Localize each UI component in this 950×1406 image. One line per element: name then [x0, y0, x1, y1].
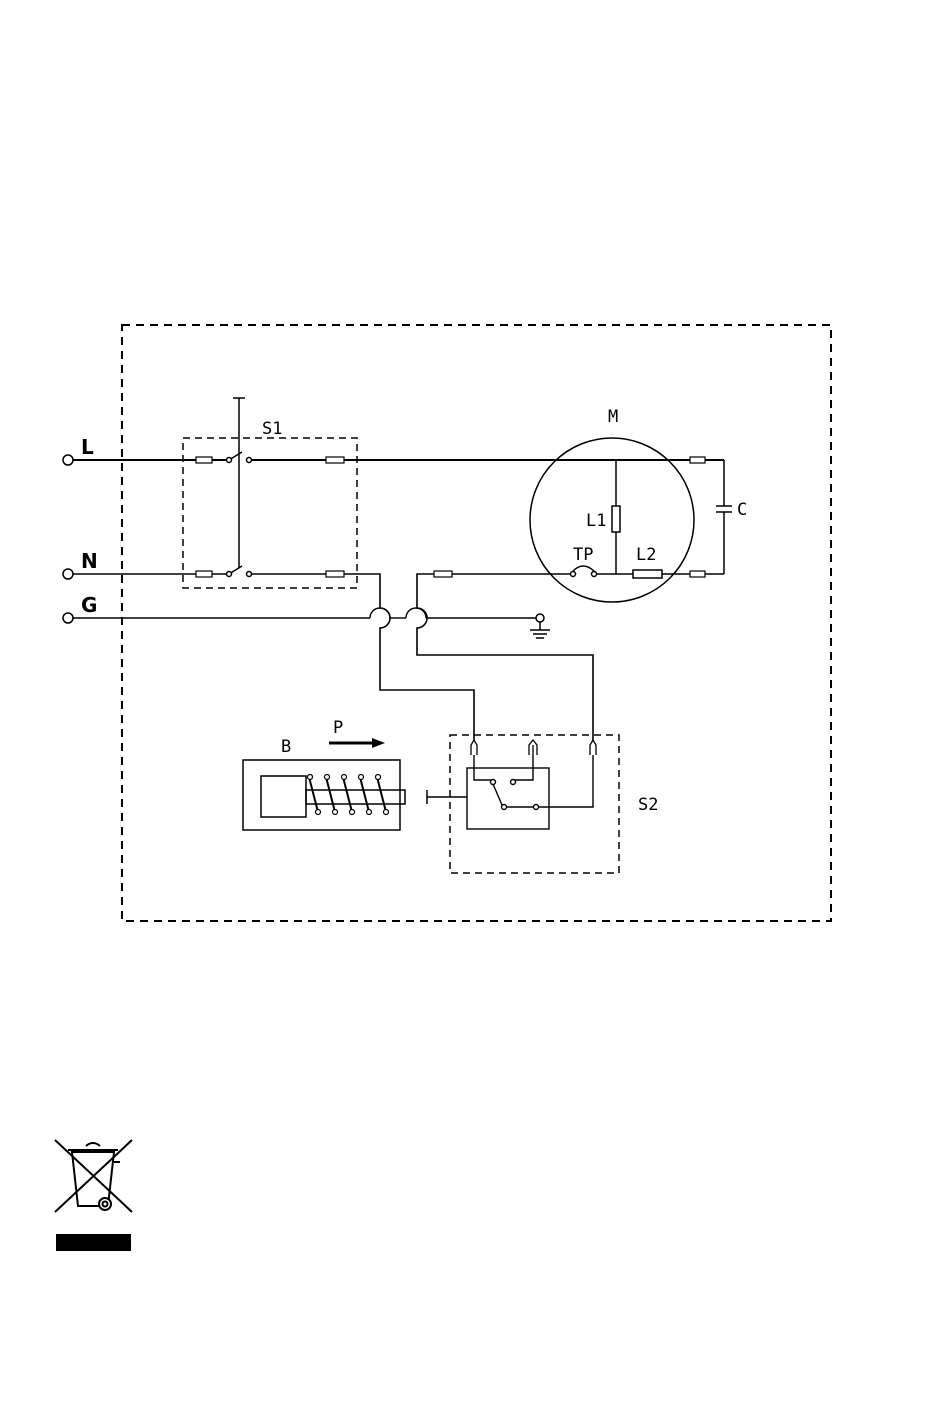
connector-tabs	[196, 457, 705, 577]
terminal-g-label: G	[81, 593, 97, 617]
plunger-actuator	[427, 790, 467, 804]
force-arrow-label: P	[333, 718, 343, 738]
motor-label: M	[608, 407, 618, 427]
terminal-n-label: N	[81, 549, 98, 573]
winding-l2	[633, 570, 724, 578]
appliance-enclosure	[122, 325, 831, 921]
winding-l1	[612, 460, 620, 574]
capacitor-c	[716, 460, 732, 574]
thermal-protector-tp	[571, 566, 634, 577]
winding-l1-label: L1	[586, 511, 606, 531]
solenoid-label: B	[281, 737, 291, 757]
capacitor-label: C	[737, 500, 747, 520]
thermal-protector-label: TP	[573, 545, 593, 565]
terminal-l	[63, 455, 73, 465]
motor-return-wire	[417, 574, 593, 755]
weee-black-bar	[56, 1234, 131, 1251]
terminal-l-label: L	[81, 435, 94, 459]
terminal-g	[63, 613, 73, 623]
neutral-conductor	[73, 574, 474, 755]
switch-s2	[467, 755, 593, 829]
crossed-out-wheelie-bin-icon	[55, 1140, 132, 1212]
switch-s1	[227, 398, 252, 577]
ground-conductor	[73, 608, 537, 618]
switch-s2-terminals	[471, 740, 596, 755]
switch-s2-label: S2	[638, 795, 658, 815]
terminal-n	[63, 569, 73, 579]
solenoid-b	[243, 760, 405, 830]
switch-s1-label: S1	[262, 419, 282, 439]
winding-l2-label: L2	[636, 545, 656, 565]
force-arrow-p	[329, 738, 385, 748]
